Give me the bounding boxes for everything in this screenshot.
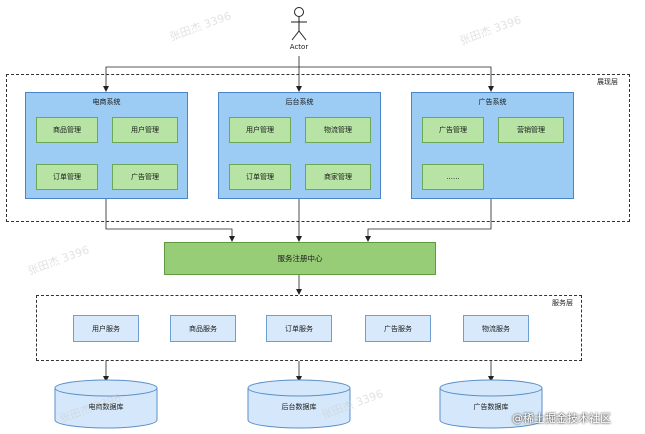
module-more[interactable]: ...... xyxy=(422,164,484,190)
system-ads: 广告系统 广告管理 营销管理 ...... xyxy=(411,92,574,199)
system-ecommerce: 电商系统 商品管理 用户管理 订单管理 广告管理 xyxy=(25,92,188,199)
connector-ecommerce-registry xyxy=(105,199,235,242)
actor-figure xyxy=(291,7,307,41)
module-user-management[interactable]: 用户管理 xyxy=(112,117,178,143)
service-product[interactable]: 商品服务 xyxy=(170,315,236,342)
service-user[interactable]: 用户服务 xyxy=(73,315,139,342)
module-ad-management[interactable]: 广告管理 xyxy=(422,117,484,143)
module-order-management[interactable]: 订单管理 xyxy=(36,164,98,190)
system-title: 后台系统 xyxy=(285,98,314,106)
connector-ads-registry xyxy=(365,199,492,242)
brand-watermark: @稀土掘金技术社区 xyxy=(512,412,611,425)
presentation-layer-label: 展现层 xyxy=(597,78,618,86)
module-order-management[interactable]: 订单管理 xyxy=(229,164,291,190)
actor-label: Actor xyxy=(289,43,309,51)
database-cylinder-3 xyxy=(439,379,543,429)
module-product-management[interactable]: 商品管理 xyxy=(36,117,98,143)
database-cylinder-1 xyxy=(54,379,158,429)
service-layer xyxy=(36,295,582,361)
system-title: 广告系统 xyxy=(478,98,507,106)
module-logistics-management[interactable]: 物流管理 xyxy=(305,117,371,143)
system-backend: 后台系统 用户管理 物流管理 订单管理 商家管理 xyxy=(218,92,381,199)
module-merchant-management[interactable]: 商家管理 xyxy=(305,164,371,190)
database-ecommerce-label: 电商数据库 xyxy=(88,403,124,411)
service-order[interactable]: 订单服务 xyxy=(266,315,332,342)
module-user-management[interactable]: 用户管理 xyxy=(229,117,291,143)
connector-actor-ads xyxy=(299,66,494,92)
service-ad[interactable]: 广告服务 xyxy=(365,315,431,342)
system-title: 电商系统 xyxy=(92,98,121,106)
module-marketing-management[interactable]: 营销管理 xyxy=(498,117,564,143)
database-backend-label: 后台数据库 xyxy=(281,403,317,411)
presentation-layer xyxy=(6,74,630,222)
service-logistics[interactable]: 物流服务 xyxy=(463,315,529,342)
module-ad-management[interactable]: 广告管理 xyxy=(112,164,178,190)
database-ads-label: 广告数据库 xyxy=(473,403,509,411)
service-layer-label: 服务层 xyxy=(552,299,573,307)
connector-actor-ecommerce xyxy=(103,66,299,92)
service-registry[interactable]: 服务注册中心 xyxy=(164,242,436,275)
database-cylinder-2 xyxy=(247,379,351,429)
